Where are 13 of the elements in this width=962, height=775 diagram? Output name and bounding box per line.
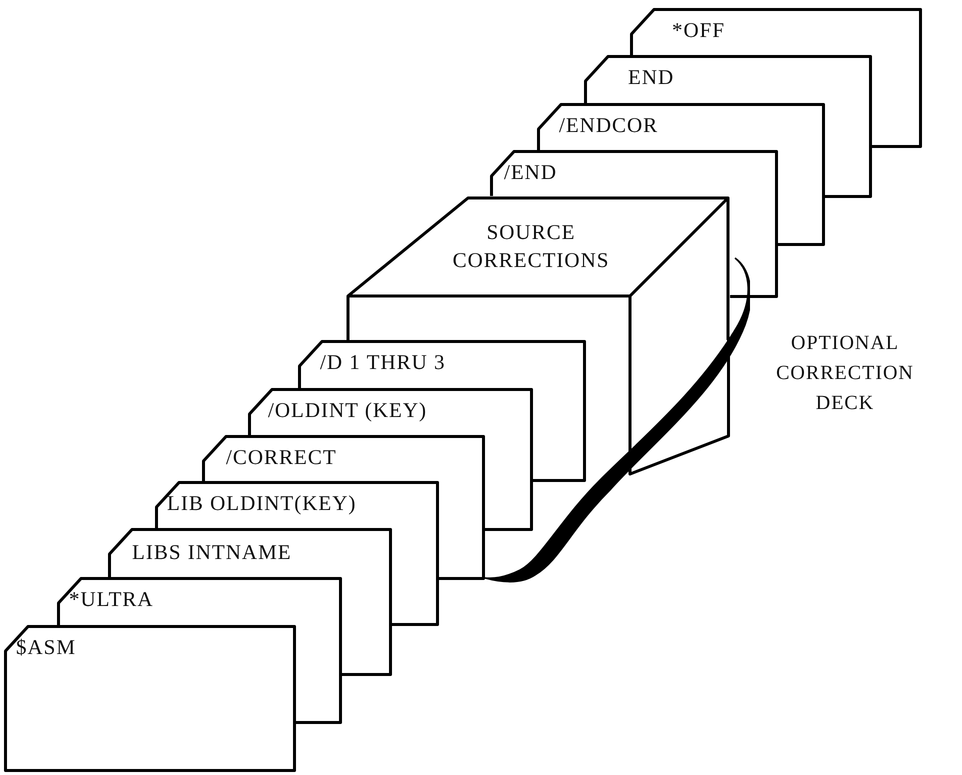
card-label: /OLDINT (KEY) [268, 397, 427, 424]
card-label: *ULTRA [69, 586, 154, 613]
deck-caption: OPTIONAL CORRECTION DECK [775, 331, 915, 416]
card-label: /D 1 THRU 3 [320, 349, 446, 376]
card-label: /CORRECT [226, 444, 337, 471]
card-label: SOURCE CORRECTIONS [452, 219, 610, 274]
card-label: $ASM [16, 634, 76, 661]
card-label: /END [504, 159, 557, 186]
card-label: /ENDCOR [559, 112, 658, 139]
card-label: LIB OLDINT(KEY) [167, 490, 356, 517]
card-label: *OFF [672, 17, 726, 44]
card-label: END [628, 64, 674, 91]
card-label: LIBS INTNAME [132, 539, 292, 566]
